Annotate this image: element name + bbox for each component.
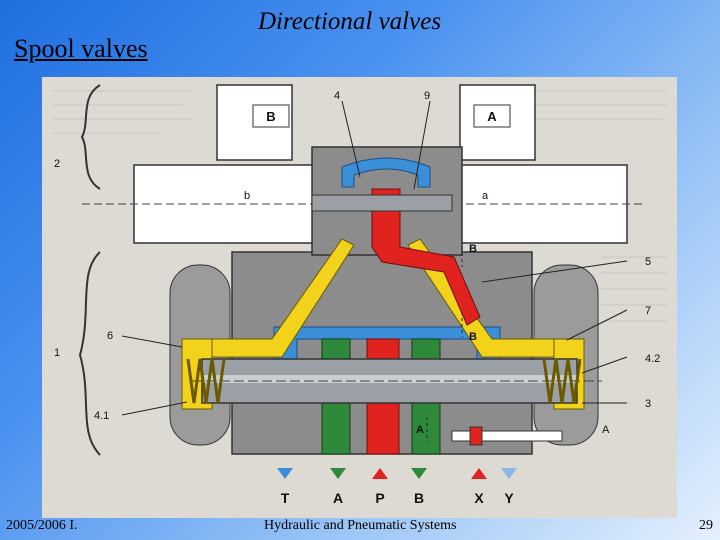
- callout-a: A: [602, 424, 610, 436]
- footer-course: Hydraulic and Pneumatic Systems: [264, 518, 457, 533]
- pilot-plug: [451, 430, 563, 442]
- valve-cross-section: B A b a 4 9 2 1 6 4.1 5 7 4.2 3 A B B A …: [52, 84, 667, 506]
- callout-4-2: 4.2: [645, 353, 660, 365]
- port-t-label: T: [281, 490, 290, 506]
- slide-title: Directional valves: [258, 8, 442, 35]
- port-y-label: Y: [504, 490, 514, 506]
- background-text-texture: [52, 90, 667, 322]
- port-p-arrow-icon: [372, 468, 388, 479]
- port-p-label: P: [375, 490, 384, 506]
- callout-3: 3: [645, 398, 651, 410]
- solenoid-b-core-label: b: [244, 190, 250, 202]
- callout-6: 6: [107, 330, 113, 342]
- port-y-arrow-icon: [501, 468, 517, 479]
- solenoid-b-letter: B: [266, 109, 275, 124]
- solenoid-b-plate: [252, 104, 290, 128]
- spool-highlight: [202, 375, 577, 383]
- port-a-arrow-icon: [330, 468, 346, 479]
- callout-2: 2: [54, 158, 60, 170]
- solenoid-a-letter: A: [487, 109, 497, 124]
- port-a-label: A: [333, 490, 343, 506]
- callout-4: 4: [334, 90, 340, 102]
- slide-subtitle: Spool valves: [14, 34, 148, 63]
- pilot-spool: [311, 194, 453, 212]
- valve-diagram: B A b a 4 9 2 1 6 4.1 5 7 4.2 3 A B B A …: [42, 77, 677, 518]
- section-label-b-lower: B: [469, 331, 477, 343]
- callout-4-1: 4.1: [94, 410, 109, 422]
- spring-right: [542, 358, 582, 404]
- solenoid-a-core-label: a: [482, 190, 489, 202]
- solenoid-b-coil: [133, 164, 315, 244]
- callout-5: 5: [645, 256, 651, 268]
- pressure-pilot-line: [371, 188, 481, 326]
- page-number: 29: [699, 518, 713, 533]
- pilot-tank-passage: [341, 157, 431, 188]
- callout-leaders: [121, 100, 628, 416]
- spring-left: [186, 358, 226, 404]
- port-x-label: X: [474, 490, 484, 506]
- callout-1: 1: [54, 347, 60, 359]
- callout-9: 9: [424, 90, 430, 102]
- pilot-plug-red: [469, 426, 483, 446]
- section-label-b-upper: B: [469, 243, 477, 255]
- port-t-arrow-icon: [277, 468, 293, 479]
- brace-lower: [78, 251, 101, 456]
- footer-date: 2005/2006 I.: [6, 518, 78, 533]
- port-x-arrow-icon: [471, 468, 487, 479]
- port-b-label: B: [414, 490, 424, 506]
- section-label-a: A: [416, 424, 424, 436]
- callout-7: 7: [645, 305, 651, 317]
- brace-upper: [80, 84, 101, 190]
- solenoid-a-plate: [473, 104, 511, 128]
- port-b-arrow-icon: [411, 468, 427, 479]
